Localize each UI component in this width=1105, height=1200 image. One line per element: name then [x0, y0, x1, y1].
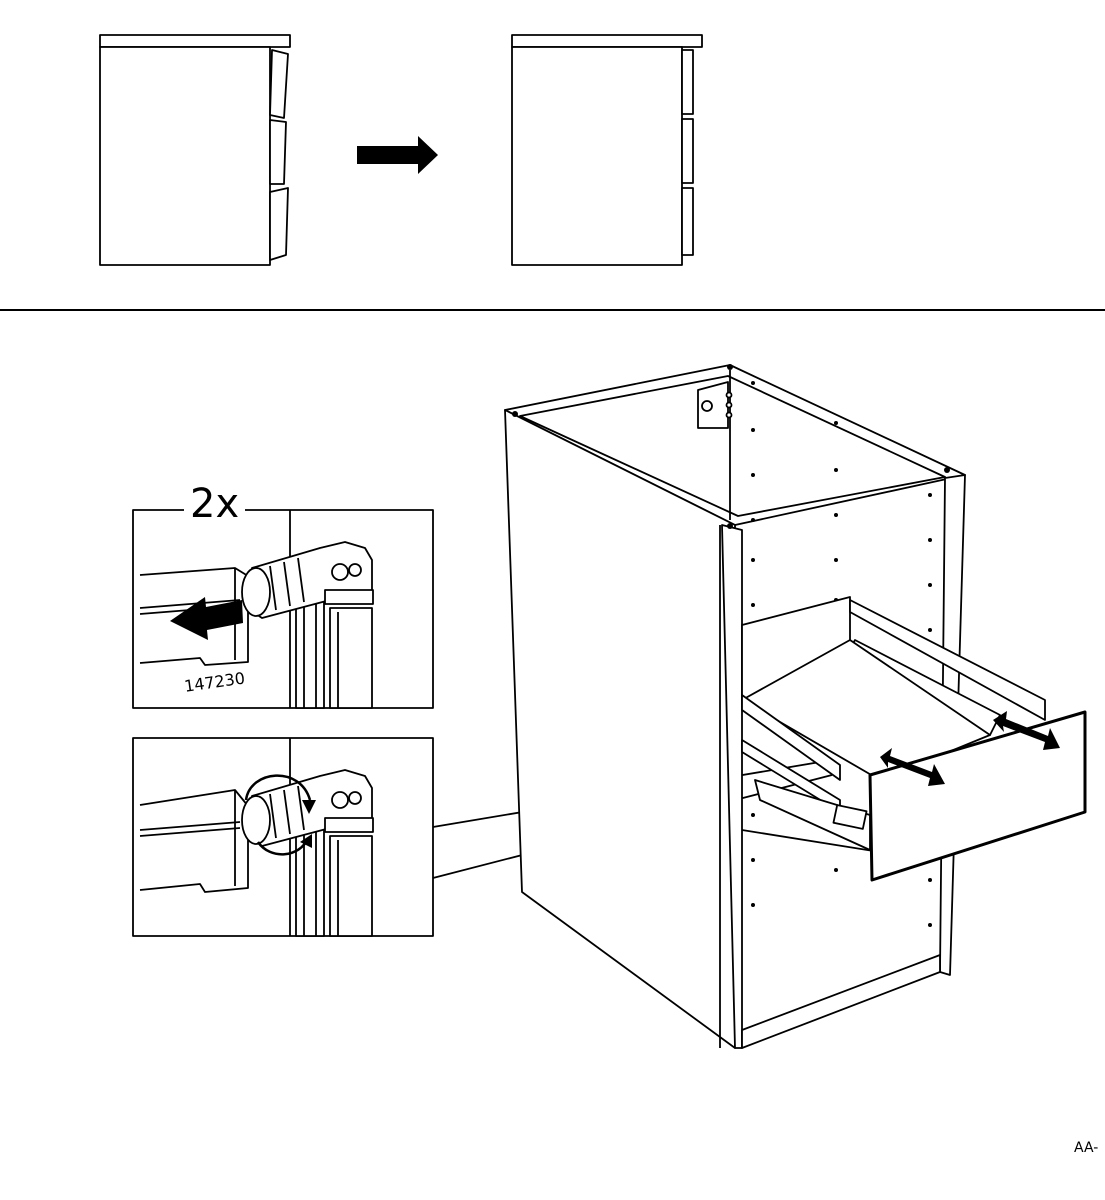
detail-panel-rotate	[132, 737, 434, 937]
right-arrow-icon	[357, 136, 438, 174]
corner-bracket	[697, 381, 733, 429]
drawer-front-misaligned-2	[269, 119, 287, 185]
drawer-front-aligned-1	[681, 49, 694, 115]
rotate-icon	[244, 774, 316, 856]
drawer-front-misaligned-3	[269, 187, 289, 261]
left-arrow-icon	[170, 597, 243, 640]
cabinet-after	[511, 34, 703, 266]
cabinet-frame	[504, 364, 966, 1049]
detail-panel-release	[132, 509, 434, 709]
drawer-front-aligned-3	[681, 187, 694, 256]
cabinet-before	[99, 34, 291, 266]
double-headed-arrow-icon	[880, 711, 1060, 786]
drawer-front-aligned-2	[681, 118, 694, 184]
drawer	[741, 596, 1087, 882]
drawer-front-misaligned-1	[269, 49, 289, 119]
document-code: AA-	[1074, 1140, 1099, 1156]
quantity-label: 2x	[184, 484, 246, 524]
